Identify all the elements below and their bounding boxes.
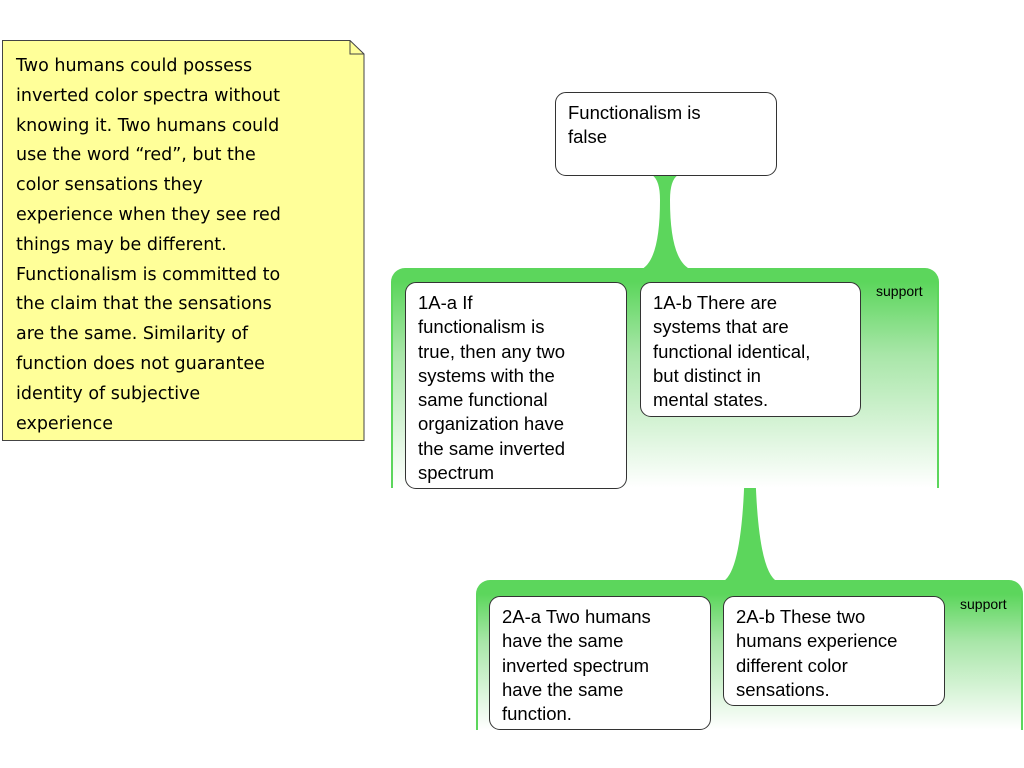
claim-node-2A-a[interactable]: 2A-a Two humans have the same inverted s… [489, 596, 711, 730]
claim-node-2A-b[interactable]: 2A-b These two humans experience differe… [723, 596, 945, 706]
note-text: Two humans could possess inverted color … [16, 56, 281, 434]
claim-node-1A-a[interactable]: 1A-a If functionalism is true, then any … [405, 282, 627, 489]
support-label: support [960, 596, 1007, 612]
connector-root-to-group1 [640, 175, 692, 270]
note-shape [2, 40, 365, 441]
claim-node-1A-b[interactable]: 1A-b There are systems that are function… [640, 282, 861, 417]
support-label: support [876, 283, 923, 299]
note-callout: Two humans could possess inverted color … [2, 40, 365, 441]
connector-1Ab-to-group2 [722, 416, 778, 582]
claim-node-root[interactable]: Functionalism is false [555, 92, 777, 176]
